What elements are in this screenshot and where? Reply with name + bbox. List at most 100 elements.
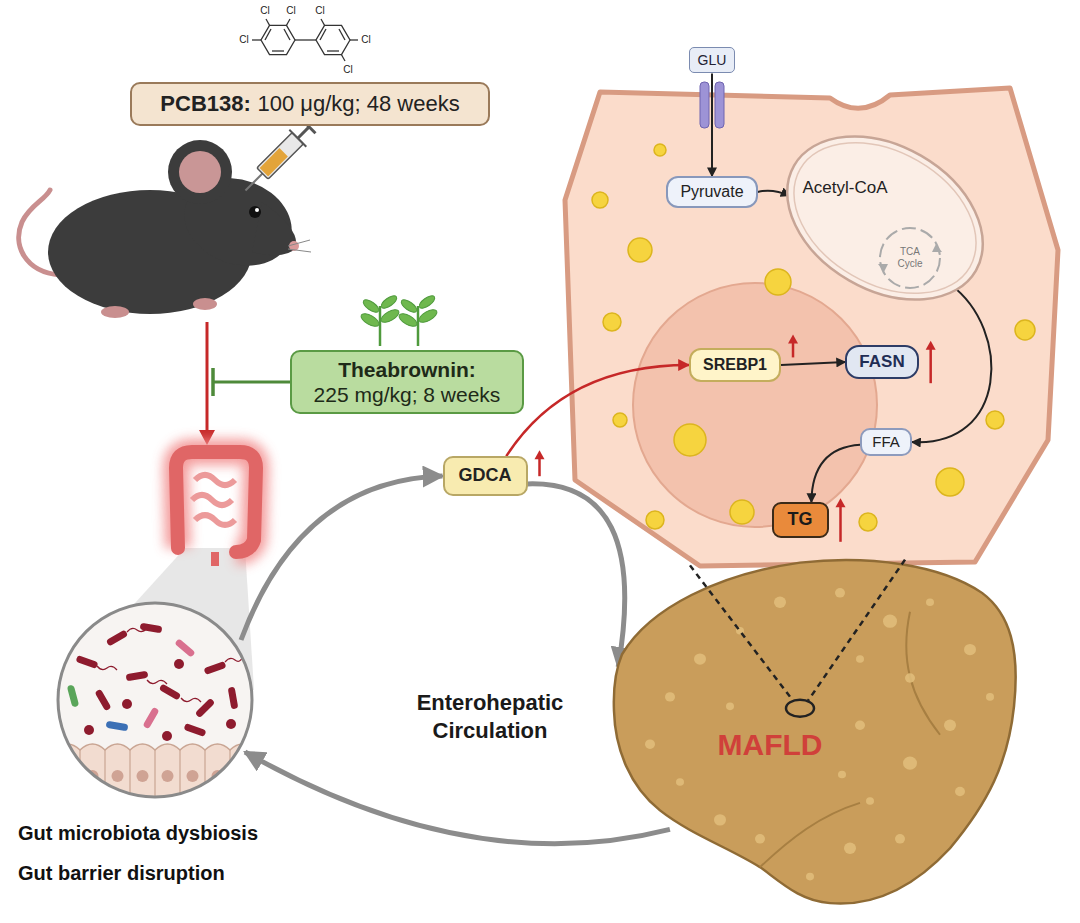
liver-outline [786, 700, 814, 717]
liver-outline [944, 720, 956, 731]
gut-magnifier-outline [112, 770, 124, 782]
liver-outline [714, 814, 726, 825]
gut-magnifier-outline [75, 655, 98, 669]
glucose-box: GLU [689, 47, 736, 74]
mitochondrion-outline [770, 118, 990, 303]
gut-magnifier: Gut microbiota dysbiosisGut barrier disr… [55, 600, 255, 800]
metabolite-box: Pyruvate [666, 176, 757, 207]
hepatocyte [565, 88, 1058, 566]
atom-label: Cl [361, 34, 370, 46]
gut-magnifier-outline [187, 770, 199, 782]
mitochondrion: Acetyl-CoATCA Cycle [770, 118, 990, 303]
liver-outline [694, 653, 706, 664]
hepatocyte [1015, 320, 1035, 340]
connector [912, 285, 992, 443]
gut-magnifier-outline [137, 770, 149, 782]
node-label: GDCA [459, 465, 512, 487]
hepatocyte [936, 468, 964, 496]
gut-magnifier-outline [147, 680, 167, 684]
liver-outline [690, 565, 793, 700]
node-label: GLU [698, 52, 727, 69]
gut-magnifier-outline [229, 750, 230, 800]
plant-icon [359, 311, 381, 329]
chemical-structure [295, 39, 316, 40]
liver-outline [645, 739, 655, 748]
node-label: SREBP1 [703, 355, 767, 374]
intestine-illustration [192, 475, 235, 525]
syringe [237, 118, 318, 199]
plant-icon [379, 294, 398, 311]
chemical-structure [252, 19, 358, 61]
liver-outline [856, 655, 864, 663]
gut-magnifier-outline [79, 750, 80, 800]
liver-outline [986, 693, 994, 701]
mouse-illustration [19, 140, 311, 318]
plant-icon [417, 306, 420, 346]
syringe [257, 133, 304, 180]
gut-magnifier-outline [55, 600, 255, 800]
hepatocyte [654, 144, 666, 156]
intestine-illustration [176, 452, 256, 552]
chemical-structure [321, 19, 325, 25]
gut-magnifier-outline [181, 698, 201, 702]
gut-magnifier-outline [94, 689, 111, 712]
syringe [289, 130, 306, 147]
metabolite-label: Acetyl-CoA [802, 178, 887, 198]
connector [506, 365, 689, 456]
increase-arrow [929, 349, 932, 383]
mouse-illustration [193, 298, 217, 310]
connector [528, 484, 625, 667]
liver-outline [895, 834, 905, 843]
gut-magnifier-outline [106, 721, 129, 732]
chemical-structure [316, 25, 350, 54]
increase-arrow [535, 450, 545, 459]
connector [711, 73, 713, 176]
mouse-illustration [101, 306, 129, 318]
liver-outline [926, 599, 934, 607]
gut-magnifier-outline [75, 623, 238, 741]
syringe [298, 127, 309, 138]
gut-magnifier-outline [174, 659, 184, 669]
hepatocyte [986, 411, 1004, 429]
node-label: FASN [859, 352, 904, 372]
increase-arrow [926, 341, 936, 350]
increase-marks [535, 334, 936, 541]
liver-outline [774, 597, 786, 608]
gut-magnifier-outline [55, 600, 255, 800]
gut-magnifier-outline [154, 750, 155, 800]
gut-magnifier-outline [204, 750, 205, 800]
gut-magnifier-outline [97, 666, 117, 670]
connector [241, 476, 443, 640]
mouse-illustration [179, 151, 221, 193]
chemical-structure [284, 29, 290, 40]
dose-title: PCB138: [160, 91, 250, 116]
gut-magnifier-outline [97, 628, 243, 702]
exposure-arrow [199, 322, 215, 445]
intestine-illustration [176, 452, 256, 552]
node-label: TG [788, 509, 813, 531]
increase-arrow [792, 342, 795, 357]
treatment-title: Theabrownin: [314, 357, 501, 382]
gut-magnifier-outline [106, 629, 129, 646]
liver-outline [835, 588, 845, 597]
hepatocyte [715, 82, 724, 128]
atom-label: Cl [286, 5, 295, 17]
plant-icon [417, 307, 439, 325]
liver-outline [838, 771, 846, 779]
liver-outline [844, 843, 856, 854]
mouse-illustration [288, 240, 311, 252]
atom-label: Cl [260, 5, 269, 17]
gut-magnifier-outline [104, 750, 105, 800]
plant-icon [399, 298, 418, 315]
gut-magnifier-outline [195, 698, 216, 719]
liver-outline [866, 797, 874, 805]
syringe [260, 148, 288, 176]
chemical-structure [342, 55, 346, 61]
liver: MAFLD [610, 555, 1020, 905]
mitochondrion-outline [878, 264, 888, 272]
liver-outline [755, 834, 765, 843]
gut-magnifier-outline [84, 725, 94, 735]
connector [811, 445, 860, 502]
gut-magnifier-outline [55, 600, 255, 800]
inhibition-line [213, 381, 290, 384]
